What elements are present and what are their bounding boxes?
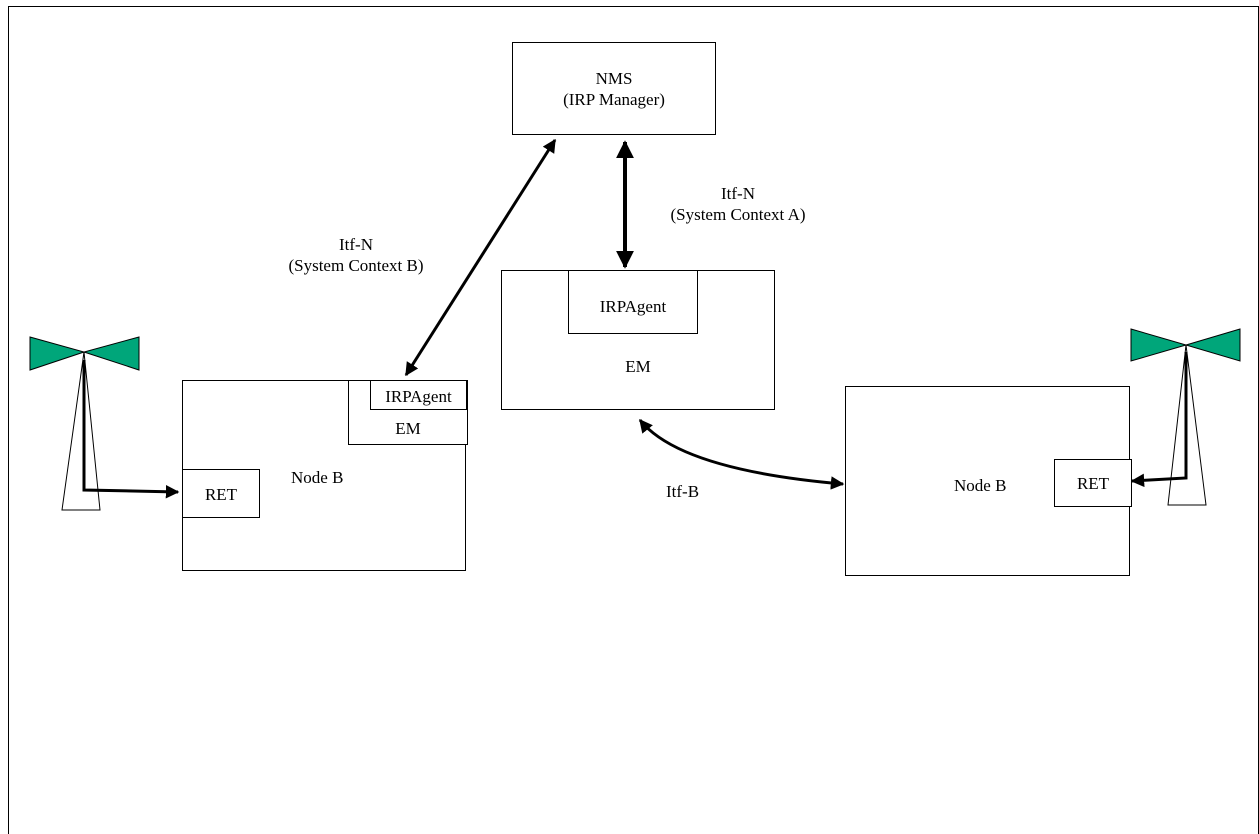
em-irp-agent[interactable]: IRPAgent [568,270,698,334]
node-b-left-label: Node B [291,468,344,487]
itf-n-a-label-line2: (System Context A) [670,205,806,224]
right-antenna-feed [1130,352,1188,488]
antenna-wing-left-b [82,336,140,371]
nms-title: NMS [595,69,633,88]
node-b-left-irp-agent[interactable]: IRPAgent [370,380,467,410]
node-b-left-ret[interactable]: RET [182,469,260,518]
em-box[interactable]: IRPAgent EM [501,270,775,410]
em-label: EM [625,357,651,376]
itf-b-label: Itf-B [666,482,700,501]
itf-b-arrow [638,418,845,490]
left-antenna-feed [82,360,180,499]
node-b-left[interactable]: Node B EM IRPAgent RET [182,380,468,571]
itf-n-a-label-line1: Itf-N [721,184,755,203]
node-b-left-ret-label: RET [204,485,238,504]
itf-n-b-arrow [404,138,557,377]
antenna-wing-right-b [1184,328,1241,362]
itf-n-b-label-line2: (System Context B) [288,256,424,275]
antenna-mast-left [61,351,101,511]
node-b-right-ret[interactable]: RET [1054,459,1132,507]
nms-box[interactable]: NMS (IRP Manager) [512,42,716,135]
antenna-wing-right-a [1130,328,1188,362]
em-irp-agent-label: IRPAgent [599,297,667,316]
nms-subtitle: (IRP Manager) [563,90,665,109]
node-b-right-ret-label: RET [1076,474,1110,493]
node-b-right-label: Node B [954,476,1007,495]
antenna-left [29,336,140,511]
itf-n-b-label-line1: Itf-N [339,235,373,254]
node-b-left-irp-agent-label: IRPAgent [385,387,452,406]
node-b-left-em-label: EM [395,419,421,438]
antenna-wing-left-a [29,336,86,371]
node-b-right[interactable]: Node B RET [845,386,1132,576]
